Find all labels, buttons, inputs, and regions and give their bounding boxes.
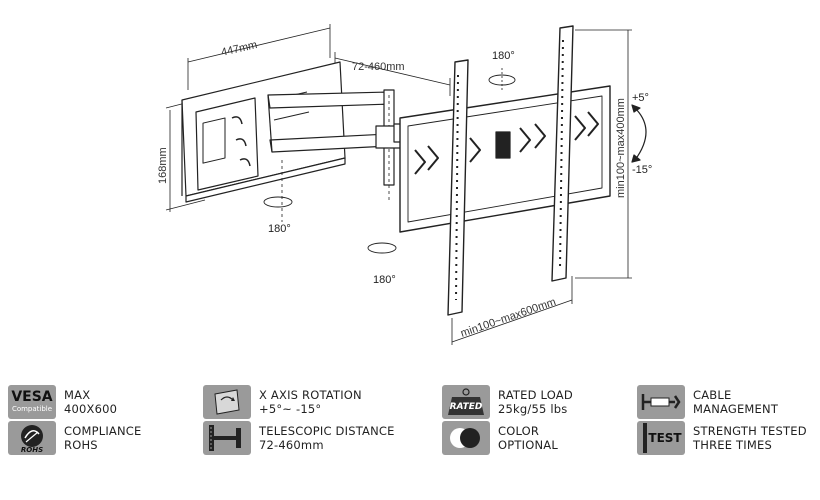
feature-telescopic-text: TELESCOPIC DISTANCE 72-460mm	[259, 424, 395, 452]
dim-horizontal-spacing-label: min100~max600mm	[459, 296, 557, 340]
feature-line2: MANAGEMENT	[693, 402, 779, 416]
feature-line1: COLOR	[498, 424, 540, 438]
feature-vesa-text: MAX 400X600	[64, 388, 117, 416]
feature-line2: 400X600	[64, 402, 118, 416]
feature-line2: OPTIONAL	[498, 438, 558, 452]
feature-rotation-text: X AXIS ROTATION +5°~ -15°	[259, 388, 362, 416]
feature-test-text: STRENGTH TESTED THREE TIMES	[693, 424, 807, 452]
rohs-icon: ROHS	[8, 421, 56, 455]
feature-cable-text: CABLE MANAGEMENT	[693, 388, 778, 416]
feature-test: TEST STRENGTH TESTED THREE TIMES	[637, 420, 807, 456]
feature-line1: TELESCOPIC DISTANCE	[259, 424, 395, 438]
tv-bracket	[399, 85, 611, 233]
feature-line1: RATED LOAD	[498, 388, 573, 402]
weight-icon-label: RATED	[449, 402, 483, 412]
vesa-icon-label: VESA	[11, 389, 53, 405]
telescopic-icon	[203, 421, 251, 455]
dim-vertical-spacing-lines	[575, 29, 632, 279]
feature-color-text: COLOR OPTIONAL	[498, 424, 558, 452]
rotation-right-label: 180°	[373, 274, 396, 286]
feature-line1: X AXIS ROTATION	[259, 388, 362, 402]
feature-line2: 25kg/55 lbs	[498, 402, 568, 416]
rohs-icon-label: ROHS	[20, 446, 44, 454]
rotation-left-label: 180°	[268, 223, 291, 235]
dim-horizontal-spacing-lines	[451, 276, 573, 345]
tilt-down-label: -15°	[632, 164, 652, 176]
feature-rohs: ROHS COMPLIANCE ROHS	[8, 420, 142, 456]
feature-list: VESA Compatible MAX 400X600 X AXIS ROTAT…	[0, 380, 820, 495]
feature-line2: THREE TIMES	[693, 438, 772, 452]
feature-line1: CABLE	[693, 388, 732, 402]
tilt-arrow	[631, 104, 647, 163]
feature-telescopic: TELESCOPIC DISTANCE 72-460mm	[203, 420, 395, 456]
dim-width-lines	[187, 24, 331, 90]
dim-width-label: 447mm	[220, 39, 258, 59]
feature-line2: ROHS	[64, 438, 98, 452]
vertical-rail-left	[447, 59, 469, 316]
feature-color: COLOR OPTIONAL	[442, 420, 558, 456]
feature-line1: STRENGTH TESTED	[693, 424, 807, 438]
feature-line2: 72-460mm	[259, 438, 324, 452]
test-icon: TEST	[637, 421, 685, 455]
feature-line2: +5°~ -15°	[259, 402, 322, 416]
rotation-arrow-left	[263, 196, 293, 208]
mount-diagram: 447mm 168mm 72-460mm min100~max400mm min…	[157, 24, 652, 345]
cable-icon	[637, 385, 685, 419]
vesa-icon-sub: Compatible	[11, 405, 53, 413]
arm-assembly	[267, 89, 445, 222]
test-icon-label: TEST	[648, 431, 682, 445]
feature-line1: MAX	[64, 388, 91, 402]
dim-vertical-spacing-label: min100~max400mm	[615, 98, 627, 198]
dim-height-label: 168mm	[157, 147, 169, 184]
feature-rohs-text: COMPLIANCE ROHS	[64, 424, 142, 452]
vesa-icon: VESA Compatible	[8, 385, 56, 419]
feature-rated-load-text: RATED LOAD 25kg/55 lbs	[498, 388, 573, 416]
dim-extension-label: 72-460mm	[352, 61, 405, 73]
feature-rated-load: RATED RATED LOAD 25kg/55 lbs	[442, 384, 573, 420]
tilt-up-label: +5°	[632, 92, 649, 104]
rotation-arrow-right	[367, 242, 397, 254]
feature-rotation: X AXIS ROTATION +5°~ -15°	[203, 384, 362, 420]
rotation-icon	[203, 385, 251, 419]
feature-vesa: VESA Compatible MAX 400X600	[8, 384, 117, 420]
wall-plate	[181, 61, 346, 203]
rotation-top-label: 180°	[492, 50, 515, 62]
rotation-arrow-top	[488, 68, 516, 92]
color-icon	[442, 421, 490, 455]
weight-icon: RATED	[442, 385, 490, 419]
feature-line1: COMPLIANCE	[64, 424, 142, 438]
vertical-rail-right	[551, 25, 574, 282]
feature-cable: CABLE MANAGEMENT	[637, 384, 778, 420]
